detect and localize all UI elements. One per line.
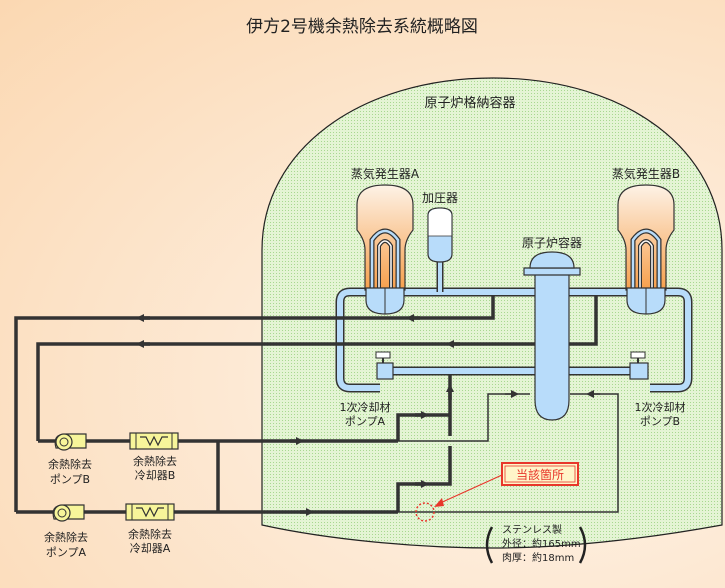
steam-generator-a-label: 蒸気発生器A: [351, 166, 420, 181]
reactor-vessel-label: 原子炉容器: [522, 235, 582, 250]
rhr-heat-exchanger-b: 余熱除去 冷却器B: [129, 432, 179, 482]
containment-label: 原子炉格納容器: [424, 95, 515, 111]
rhr-pump-b-label-line2: ポンプB: [50, 473, 90, 486]
rhr-pump-a: 余熱除去 ポンプA: [44, 504, 88, 559]
rhr-pump-a-label-line1: 余熱除去: [44, 530, 88, 544]
callout-label: 当該箇所: [516, 467, 564, 482]
reactor-coolant-pump-b: 1次冷却材 ポンプB: [629, 351, 686, 428]
reactor-vessel: 原子炉容器: [522, 235, 582, 421]
rhr-heat-exchanger-a: 余熱除去 冷却器A: [125, 503, 175, 555]
reactor-coolant-pump-a: 1次冷却材 ポンプA: [340, 351, 394, 428]
spec-line-diameter: 外径：約165mm: [502, 537, 581, 550]
diagram-title: 伊方2号機余熱除去系統概略図: [246, 17, 478, 37]
steam-generator-a: 蒸気発生器A: [351, 166, 420, 315]
pipe-spec-note: ステンレス製 外径：約165mm 肉厚：約18mm: [485, 523, 587, 564]
spec-line-thickness: 肉厚：約18mm: [502, 551, 574, 564]
rcp-b-label-line2: ポンプB: [640, 415, 680, 428]
rhr-piping: [14, 296, 619, 516]
pressurizer: 加圧器: [422, 191, 458, 263]
rhr-pump-b-label-line1: 余熱除去: [48, 457, 92, 471]
rcp-b-label-line1: 1次冷却材: [635, 400, 686, 414]
rhr-hx-a-label-line2: 冷却器A: [130, 542, 171, 555]
rhr-hx-b-label-line1: 余熱除去: [133, 454, 177, 468]
spec-line-material: ステンレス製: [502, 523, 562, 536]
rcp-a-label-line1: 1次冷却材: [340, 400, 391, 414]
location-callout: 当該箇所: [415, 462, 579, 522]
rhr-hx-b-label-line2: 冷却器B: [135, 469, 176, 482]
primary-loop-piping: [335, 262, 693, 393]
rhr-hx-a-label-line1: 余熱除去: [128, 527, 172, 541]
rhr-pump-b: 余熱除去 ポンプB: [48, 433, 92, 486]
steam-generator-b-label: 蒸気発生器B: [612, 166, 680, 181]
pressurizer-label: 加圧器: [422, 191, 458, 205]
steam-generator-b: 蒸気発生器B: [612, 166, 680, 315]
rhr-pump-a-label-line2: ポンプA: [46, 546, 87, 559]
rcp-a-label-line2: ポンプA: [345, 415, 386, 428]
